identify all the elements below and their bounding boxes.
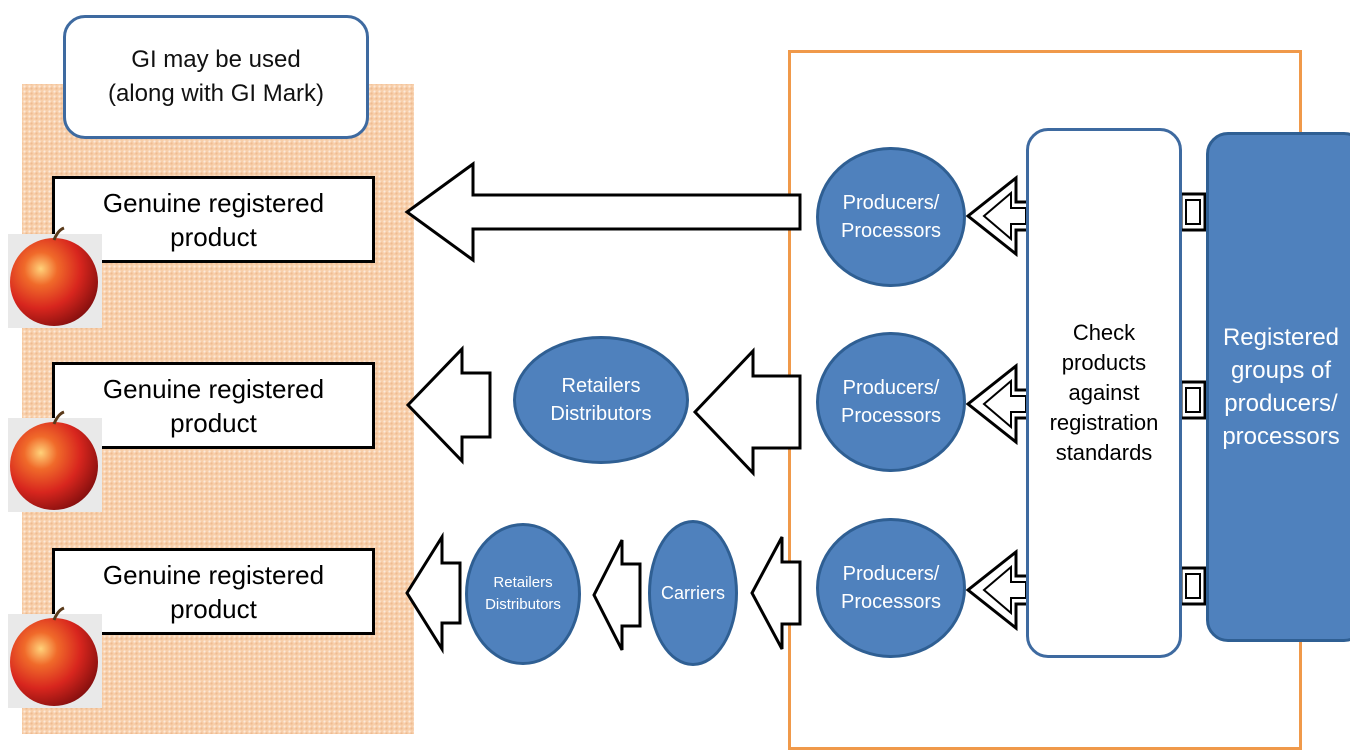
apple-icon-3 xyxy=(8,606,102,708)
connector-groups-to-check-3 xyxy=(1179,566,1207,606)
product-label-1: Genuine registered product xyxy=(102,187,325,252)
registered-groups-label: Registered groups of producers/ processo… xyxy=(1222,324,1340,450)
connector-groups-to-check-1 xyxy=(1179,192,1207,232)
product-box-1: Genuine registered product xyxy=(52,176,375,263)
retailers-label-2: Retailers Distributors xyxy=(550,375,652,425)
retailers-label-3: Retailers Distributors xyxy=(485,574,561,613)
arrow-check-to-producer-2 xyxy=(965,362,1032,446)
check-standards-label: Check products against registration stan… xyxy=(1049,320,1159,465)
registered-groups-box: Registered groups of producers/ processo… xyxy=(1206,132,1350,642)
arrow-retailer-to-product-3 xyxy=(405,531,462,655)
producers-node-3: Producers/ Processors xyxy=(816,518,966,658)
arrow-check-to-producer-1 xyxy=(965,174,1032,258)
arrow-producer-to-retailer-2 xyxy=(692,347,802,477)
arrow-check-to-producer-3 xyxy=(965,548,1032,632)
gi-usage-note-text: GI may be used (along with GI Mark) xyxy=(107,46,325,107)
producers-node-1: Producers/ Processors xyxy=(816,147,966,287)
apple-icon-2 xyxy=(8,410,102,512)
producers-label-2: Producers/ Processors xyxy=(840,377,942,427)
producers-node-2: Producers/ Processors xyxy=(816,332,966,472)
carriers-node: Carriers xyxy=(648,520,738,666)
product-label-2: Genuine registered product xyxy=(102,373,325,438)
product-box-2: Genuine registered product xyxy=(52,362,375,449)
arrow-carrier-to-retailer-3 xyxy=(592,539,642,651)
arrow-producer-to-carrier-3 xyxy=(750,536,802,650)
product-box-3: Genuine registered product xyxy=(52,548,375,635)
gi-usage-note: GI may be used (along with GI Mark) xyxy=(63,15,369,139)
arrows-layer xyxy=(8,161,1207,708)
check-standards-box: Check products against registration stan… xyxy=(1026,128,1182,658)
retailers-node-2: Retailers Distributors xyxy=(513,336,689,464)
producers-label-3: Producers/ Processors xyxy=(840,563,942,613)
apple-icon-1 xyxy=(8,226,102,328)
connector-groups-to-check-2 xyxy=(1179,380,1207,420)
retailers-node-3: Retailers Distributors xyxy=(465,523,581,665)
carriers-label: Carriers xyxy=(660,583,725,603)
arrow-producer-to-product-1 xyxy=(404,161,802,263)
product-label-3: Genuine registered product xyxy=(102,559,325,624)
arrow-retailer-to-product-2 xyxy=(405,345,492,465)
gi-flow-diagram: GI may be used (along with GI Mark) Genu… xyxy=(8,15,1350,750)
producers-label-1: Producers/ Processors xyxy=(840,192,942,242)
